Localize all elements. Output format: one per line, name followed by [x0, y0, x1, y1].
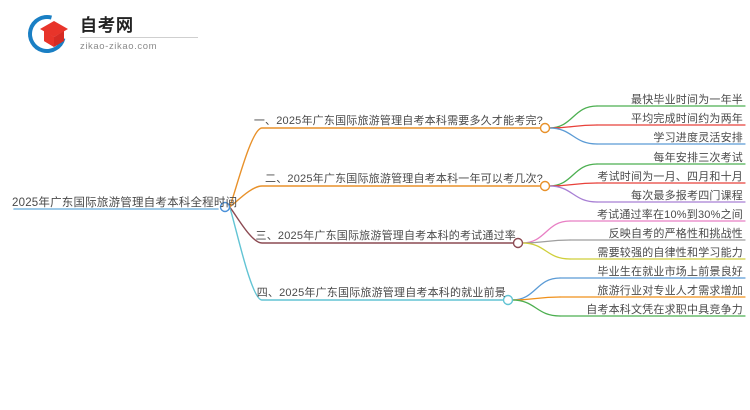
leaf-label-3-3[interactable]: 需要较强的自律性和学习能力	[597, 247, 743, 259]
leaf-label-4-2[interactable]: 旅游行业对专业人才需求增加	[597, 285, 743, 297]
branch-label-2[interactable]: 二、2025年广东国际旅游管理自考本科一年可以考几次?	[265, 173, 543, 185]
leaf-label-2-1[interactable]: 每年安排三次考试	[653, 152, 743, 164]
connector-layer	[228, 105, 598, 317]
root-node-label[interactable]: 2025年广东国际旅游管理自考本科全程时间	[12, 197, 238, 209]
logo-mark	[21, 8, 74, 60]
site-logo: 自考网 zikao-zikao.com	[21, 8, 228, 60]
leaf-label-4-3[interactable]: 自考本科文凭在求职中具竞争力	[586, 304, 743, 316]
leaf-label-3-1[interactable]: 考试通过率在10%到30%之间	[596, 209, 743, 221]
branch-label-1[interactable]: 一、2025年广东国际旅游管理自考本科需要多久才能考完?	[253, 115, 543, 127]
leaf-label-1-1[interactable]: 最快毕业时间为一年半	[631, 94, 743, 106]
leaf-label-3-2[interactable]: 反映自考的严格性和挑战性	[608, 228, 743, 240]
branch-label-3[interactable]: 三、2025年广东国际旅游管理自考本科的考试通过率	[255, 230, 516, 242]
logo-subtitle: zikao-zikao.com	[80, 40, 158, 52]
graduation-cap-icon	[40, 21, 68, 47]
leaf-label-1-3[interactable]: 学习进度灵活安排	[653, 132, 743, 144]
leaf-label-1-2[interactable]: 平均完成时间约为两年	[631, 113, 743, 125]
leaf-label-4-1[interactable]: 毕业生在就业市场上前景良好	[597, 266, 743, 278]
leaf-label-2-2[interactable]: 考试时间为一月、四月和十月	[597, 171, 743, 183]
underline-layer	[13, 105, 746, 317]
logo-title: 自考网	[80, 16, 198, 38]
branch-label-4[interactable]: 四、2025年广东国际旅游管理自考本科的就业前景	[256, 287, 506, 299]
logo-text: 自考网 zikao-zikao.com	[80, 16, 198, 53]
node-dot-layer	[219, 122, 551, 306]
leaf-label-2-3[interactable]: 每次最多报考四门课程	[631, 190, 743, 202]
